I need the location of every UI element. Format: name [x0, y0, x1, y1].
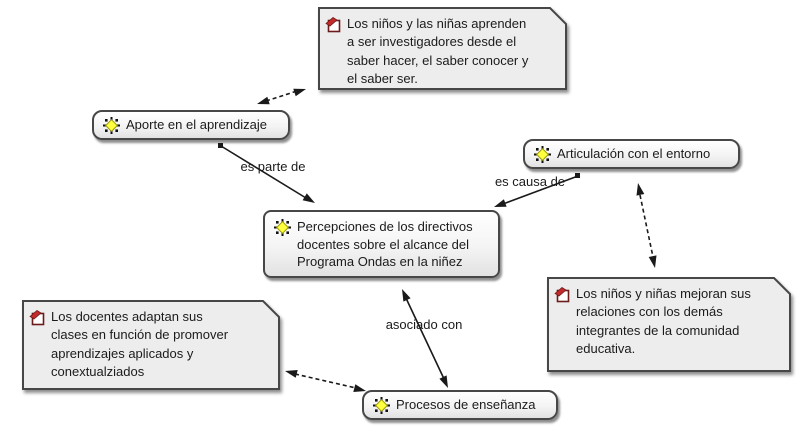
- edge-label: asociado con: [386, 317, 463, 332]
- memo-note-mejoran[interactable]: Los niños y niñas mejoran sus relaciones…: [547, 277, 791, 372]
- memo-text: Los niños y niñas mejoran sus relaciones…: [576, 286, 751, 357]
- node-label: Percepciones de los directivos docentes …: [297, 219, 473, 270]
- memo-text: Los niños y las niñas aprenden a ser inv…: [347, 16, 529, 87]
- memo-icon: [29, 309, 46, 382]
- node-label: Articulación con el entorno: [557, 146, 711, 162]
- node-label: Procesos de enseñanza: [396, 397, 536, 413]
- node-aporte-aprendizaje[interactable]: Aporte en el aprendizaje: [92, 110, 290, 140]
- code-icon: [373, 396, 390, 414]
- node-procesos-ensenanza[interactable]: Procesos de enseñanza: [362, 390, 558, 420]
- memo-note-aprenden[interactable]: Los niños y las niñas aprenden a ser inv…: [318, 7, 567, 90]
- memo-note-docentes[interactable]: Los docentes adaptan sus clases en funci…: [22, 300, 280, 390]
- edge-es-causa-de[interactable]: es causa de: [494, 173, 580, 207]
- edge-asociado-con[interactable]: asociado con: [386, 289, 463, 388]
- node-label: Aporte en el aprendizaje: [126, 117, 267, 133]
- node-articulacion-entorno[interactable]: Articulación con el entorno: [523, 139, 740, 169]
- edge-es-parte-de[interactable]: es parte de: [218, 143, 315, 203]
- code-icon: [103, 116, 120, 134]
- code-icon: [274, 219, 291, 236]
- edge-label: es parte de: [240, 159, 305, 174]
- edge-label: es causa de: [495, 174, 565, 189]
- note-shape: [22, 300, 280, 390]
- note-shape: [318, 7, 567, 90]
- node-percepciones-directivos[interactable]: Percepciones de los directivos docentes …: [263, 210, 500, 278]
- edge-docentes-procesos[interactable]: [285, 370, 366, 392]
- edge-aporte-memo[interactable]: [257, 88, 306, 105]
- edge-articulacion-memo[interactable]: [636, 183, 657, 268]
- note-shape: [547, 277, 791, 372]
- memo-icon: [325, 16, 342, 89]
- memo-text: Los docentes adaptan sus clases en funci…: [51, 309, 229, 380]
- memo-icon: [554, 286, 571, 359]
- code-icon: [534, 145, 551, 163]
